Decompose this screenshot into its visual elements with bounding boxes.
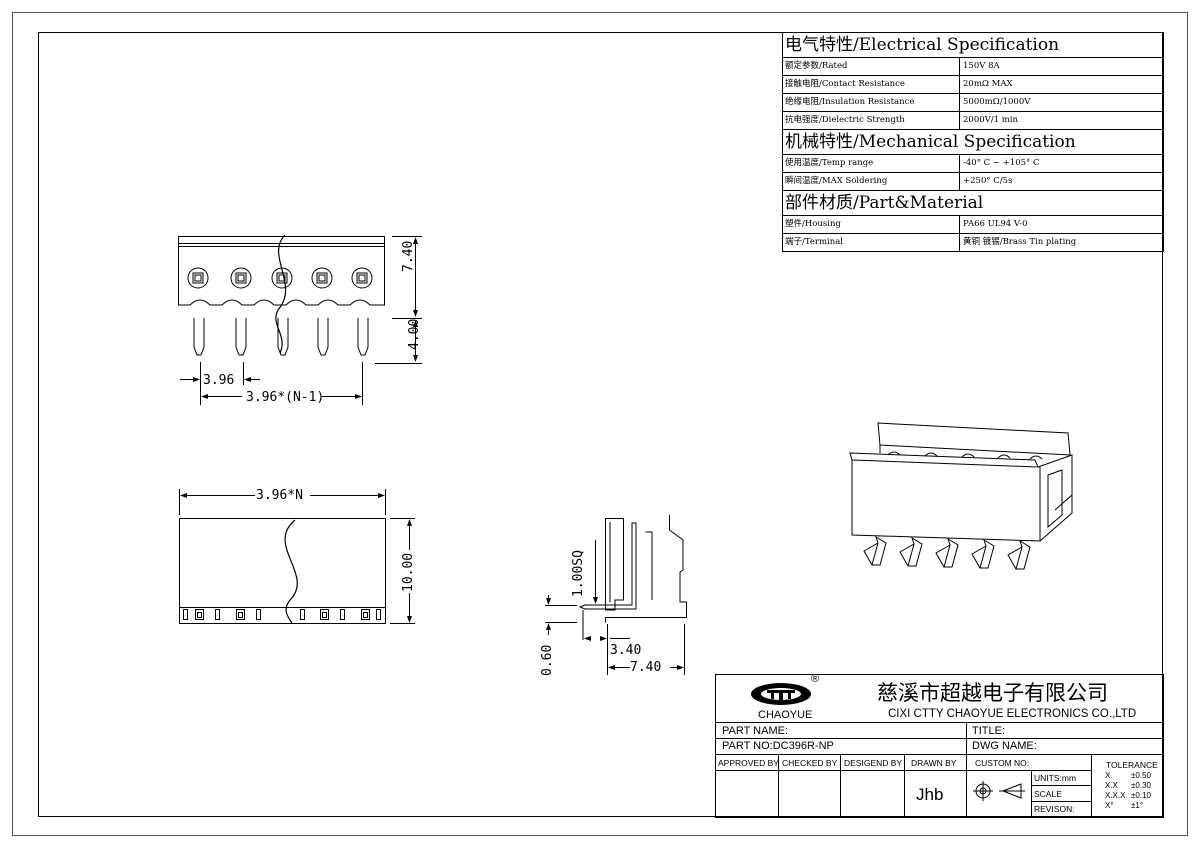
spec-key: 瞬间温度/MAX Soldering	[783, 173, 960, 190]
dwg-name-label: DWG NAME:	[972, 740, 1037, 752]
title-block: ® CHAOYUE 慈溪市超越电子有限公司 CIXI CTTY CHAOYUE …	[715, 673, 1164, 818]
spec-value: 2000V/1 min	[963, 115, 1018, 125]
units-label: UNITS:mm	[1034, 773, 1077, 783]
spec-value: PA66 UL94 V-0	[963, 219, 1028, 229]
tolerance-key: X.X.X	[1105, 791, 1126, 800]
tolerance-key: X°	[1105, 801, 1114, 810]
electrical-spec-title: 电气特性/Electrical Specification	[783, 33, 1163, 58]
tolerance-value: ±0.30	[1131, 781, 1151, 790]
spec-key: 端子/Terminal	[783, 234, 960, 251]
front-span-dim: 3.96*(N-1)	[246, 390, 325, 405]
side-inner-dim: 3.40	[610, 643, 642, 658]
spec-key: 额定参数/Rated	[783, 58, 960, 75]
spec-value: 150V 8A	[963, 61, 1000, 71]
side-pin-sq-dim: 1.00SQ	[571, 550, 586, 597]
tolerance-label: TOLERANCE	[1106, 760, 1158, 770]
side-offset-dim: 0.60	[540, 644, 555, 676]
side-view-drawing	[545, 515, 687, 675]
spec-key: 塑件/Housing	[783, 216, 960, 233]
specification-table: 电气特性/Electrical Specification 额定参数/Rated…	[782, 32, 1164, 252]
company-name-en: CIXI CTTY CHAOYUE ELECTRONICS CO.,LTD	[888, 708, 1137, 720]
front-height-dim: 7.40	[401, 240, 416, 272]
spec-value: +250° C/5s	[963, 176, 1013, 186]
projection-symbol-icon	[973, 781, 1025, 801]
checked-by-label: CHECKED BY	[782, 758, 838, 768]
approved-by-label: APPROVED BY	[718, 758, 779, 768]
bottom-view-drawing	[179, 489, 415, 624]
front-view-drawing	[178, 234, 422, 405]
tolerance-key: X.	[1105, 771, 1113, 780]
bottom-width-dim: 3.96*N	[256, 488, 303, 503]
designed-by-label: DESIGEND BY	[844, 758, 903, 768]
spec-key: 绝缘电阻/Insulation Resistance	[783, 94, 960, 111]
logo-text: CHAOYUE	[758, 709, 813, 721]
tolerance-key: X.X	[1105, 781, 1118, 790]
revision-label: REVISON:	[1034, 804, 1075, 814]
mechanical-spec-title: 机械特性/Mechanical Specification	[783, 130, 1163, 155]
side-depth-dim: 7.40	[630, 660, 662, 675]
drawn-by-label: DRAWN BY	[911, 758, 957, 768]
material-spec-title: 部件材质/Part&Material	[783, 191, 1163, 216]
drawn-by-value: Jhb	[916, 785, 944, 804]
screw-holes	[187, 267, 373, 289]
tolerance-value: ±0.50	[1131, 771, 1151, 780]
part-number: PART NO:DC396R-NP	[722, 740, 834, 752]
spec-value: 黄铜 镀锡/Brass Tin plating	[963, 237, 1077, 247]
spec-value: -40° C ~ +105° C	[963, 158, 1040, 168]
scale-label: SCALE	[1034, 789, 1062, 799]
tolerance-value: ±0.10	[1131, 791, 1151, 800]
bottom-height-dim: 10.00	[401, 552, 416, 592]
custom-no-label: CUSTOM NO:	[975, 758, 1030, 768]
spec-key: 抗电强度/Dielectric Strength	[783, 112, 960, 129]
company-name-cn: 慈溪市超越电子有限公司	[877, 682, 1108, 705]
title-label: TITLE:	[972, 725, 1006, 737]
chaoyue-logo	[751, 683, 811, 705]
spec-key: 使用温度/Temp range	[783, 155, 960, 172]
spec-row: 瞬间温度/MAX Soldering+250° C/5s	[783, 173, 1163, 191]
part-name-label: PART NAME:	[722, 725, 789, 737]
bottom-slots	[183, 609, 381, 620]
registered-mark: ®	[811, 673, 820, 685]
spec-key: 接触电阻/Contact Resistance	[783, 76, 960, 93]
spec-value: 20mΩ MAX	[963, 79, 1013, 89]
spec-row: 使用温度/Temp range-40° C ~ +105° C	[783, 155, 1163, 173]
tolerance-value: ±1°	[1131, 801, 1144, 810]
spec-value: 5000mΩ/1000V	[963, 97, 1031, 107]
front-pitch-dim: 3.96	[203, 373, 235, 388]
isometric-view-drawing	[849, 422, 1073, 570]
pin-length-dim: 4.00	[407, 318, 422, 350]
